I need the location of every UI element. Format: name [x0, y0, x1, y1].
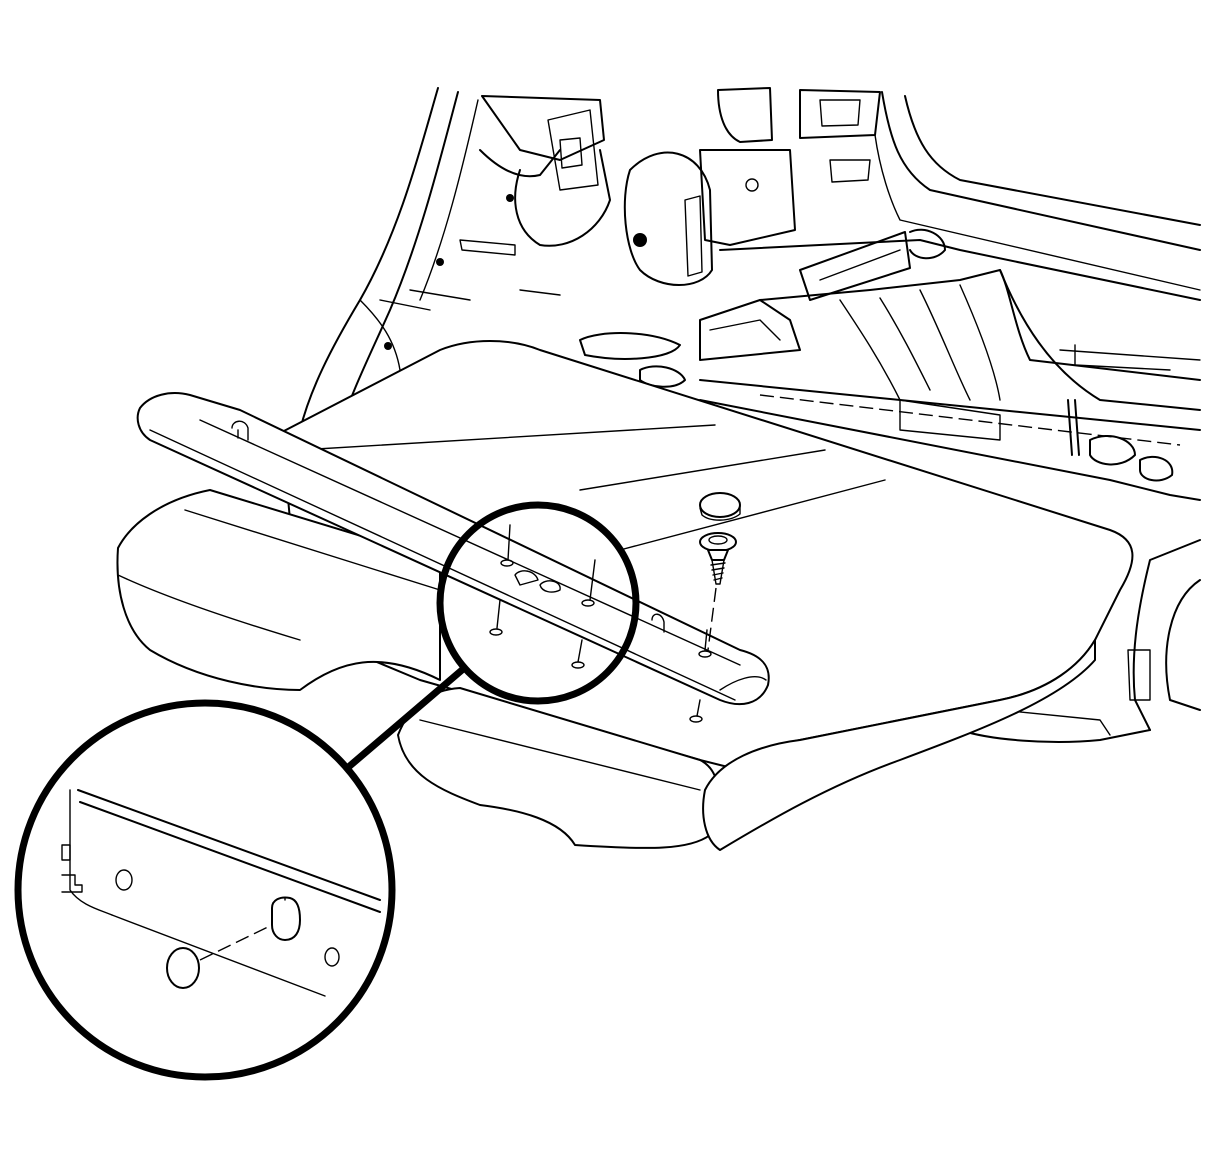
detail-view — [14, 699, 396, 1081]
callout-leader-line — [341, 666, 466, 774]
screw-with-washer — [698, 532, 737, 658]
push-in-plug — [699, 492, 741, 521]
callout-circle-small — [436, 501, 640, 705]
seat-cushion — [116, 340, 1134, 851]
fastener-holes — [489, 524, 703, 723]
